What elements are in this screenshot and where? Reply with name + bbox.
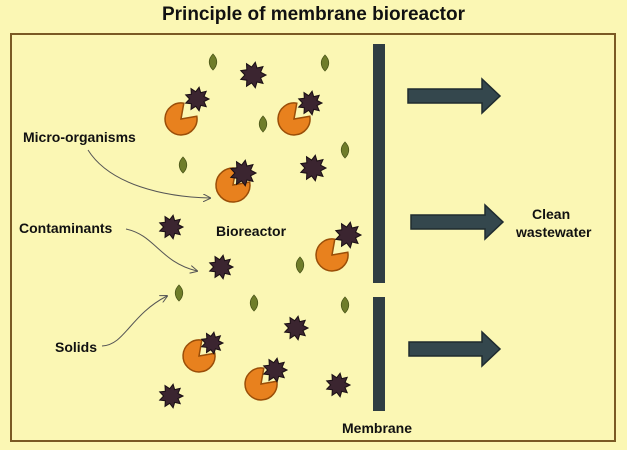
pointer-line-microorganisms — [87, 149, 210, 198]
solid-icon — [340, 296, 350, 314]
solid-icon — [340, 141, 350, 159]
contaminant-icon — [297, 90, 324, 116]
solid-icon — [178, 156, 188, 174]
membrane-segment-bottom — [373, 297, 385, 411]
solid-icon — [174, 284, 184, 302]
diagram-frame — [10, 33, 616, 442]
label-microorganisms: Micro-organisms — [23, 129, 136, 145]
microorganism-icon — [164, 102, 198, 136]
solid-icon — [258, 115, 268, 133]
label-solids: Solids — [55, 339, 98, 355]
pointer-line-contaminants — [125, 228, 197, 271]
contaminant-icon — [158, 214, 185, 240]
solid-icon — [320, 54, 330, 72]
solid-icon — [249, 294, 259, 312]
flow-arrow-middle-icon — [410, 203, 505, 241]
pointer-line-solids — [101, 296, 167, 347]
contaminants-group — [158, 61, 363, 409]
label-clean: Clean — [532, 206, 571, 222]
label-bioreactor: Bioreactor — [216, 223, 287, 239]
solid-icon — [208, 53, 218, 71]
label-wastewater: wastewater — [516, 224, 592, 240]
diagram-title: Principle of membrane bioreactor — [161, 4, 466, 25]
contaminant-icon — [283, 315, 310, 341]
membrane-segment-top — [373, 44, 385, 189]
microorganism-icon — [244, 367, 278, 401]
membrane-segment-middle — [373, 170, 385, 283]
contaminant-icon — [299, 154, 328, 182]
flow-arrow-top-icon — [407, 77, 502, 115]
label-membrane: Membrane — [342, 420, 413, 436]
microorganisms-group — [164, 102, 349, 401]
solids-group — [174, 53, 350, 314]
contaminant-icon — [208, 254, 235, 280]
contaminant-icon — [262, 357, 289, 383]
contaminant-icon — [229, 159, 258, 187]
microorganism-icon — [315, 238, 349, 272]
microorganism-icon — [182, 339, 216, 373]
flow-arrow-bottom-icon — [408, 330, 502, 368]
label-contaminants: Contaminants — [19, 220, 113, 236]
contaminant-icon — [239, 61, 268, 89]
microorganism-icon — [277, 102, 311, 136]
contaminant-icon — [200, 331, 225, 355]
contaminant-icon — [158, 383, 185, 409]
solid-icon — [295, 256, 305, 274]
contaminant-icon — [325, 372, 352, 398]
contaminant-icon — [184, 86, 211, 112]
contaminant-icon — [334, 221, 363, 249]
microorganism-icon — [215, 167, 251, 203]
